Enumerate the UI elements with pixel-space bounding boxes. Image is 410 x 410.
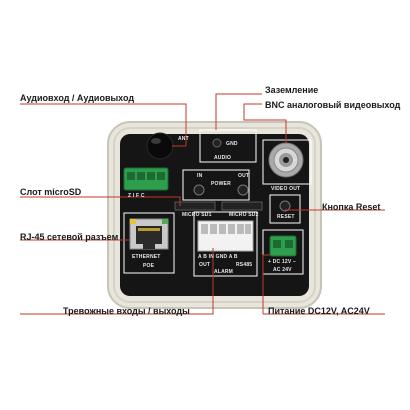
reset-button — [279, 200, 291, 212]
callout-power-supply: Питание DC12V, AC24V — [268, 306, 370, 316]
label-alarm: ALARM — [214, 269, 234, 275]
microsd-slot-1 — [174, 201, 216, 211]
callout-ground: Заземление — [265, 85, 319, 95]
ground-screw — [212, 138, 222, 148]
callout-reset-button: Кнопка Reset — [322, 202, 381, 212]
label-ethernet: ETHERNET — [132, 254, 161, 260]
label-audio: AUDIO — [214, 155, 232, 161]
label-alarm-out: OUT — [199, 262, 211, 268]
label-in: IN — [197, 173, 203, 179]
label-reset: RESET — [277, 214, 295, 220]
label-ac: AC 24V — [273, 267, 292, 273]
label-micro-sd2: MICRO SD2 — [229, 212, 259, 218]
power-led-in — [193, 184, 205, 196]
audio-terminal-block — [123, 167, 169, 191]
microsd-slot-2 — [221, 201, 263, 211]
antenna-knob — [146, 132, 174, 160]
callout-rj45-port: RJ-45 сетевой разъем — [20, 232, 119, 242]
label-micro-sd1: MICRO SD1 — [182, 212, 212, 218]
power-led-out — [237, 184, 249, 196]
callout-bnc-video-out: BNC аналоговый видеовыход — [265, 100, 401, 110]
power-terminal-block — [269, 235, 297, 257]
label-audio-pins: Z I F C — [128, 193, 145, 199]
label-power: POWER — [211, 181, 231, 187]
callout-audio-in-out: Аудиовход / Аудиовыход — [20, 93, 135, 103]
callout-alarm-io: Тревожные входы / выходы — [63, 306, 190, 316]
label-video-out: VIDEO OUT — [271, 186, 301, 192]
label-alarm-pins: A B IN GND A B — [198, 254, 238, 260]
label-rs485: RS485 — [236, 262, 253, 268]
rj45-port — [129, 218, 169, 250]
label-poe: POE — [143, 263, 155, 269]
label-gnd: GND — [226, 141, 238, 147]
label-dc: + DC 12V – — [268, 259, 296, 265]
bnc-connector — [262, 139, 312, 185]
alarm-terminal-block — [197, 220, 254, 252]
label-ant: ANT — [178, 136, 189, 142]
leader-lines — [20, 93, 385, 315]
callout-microsd-slot: Слот microSD — [20, 187, 82, 197]
label-out: OUT — [238, 173, 250, 179]
